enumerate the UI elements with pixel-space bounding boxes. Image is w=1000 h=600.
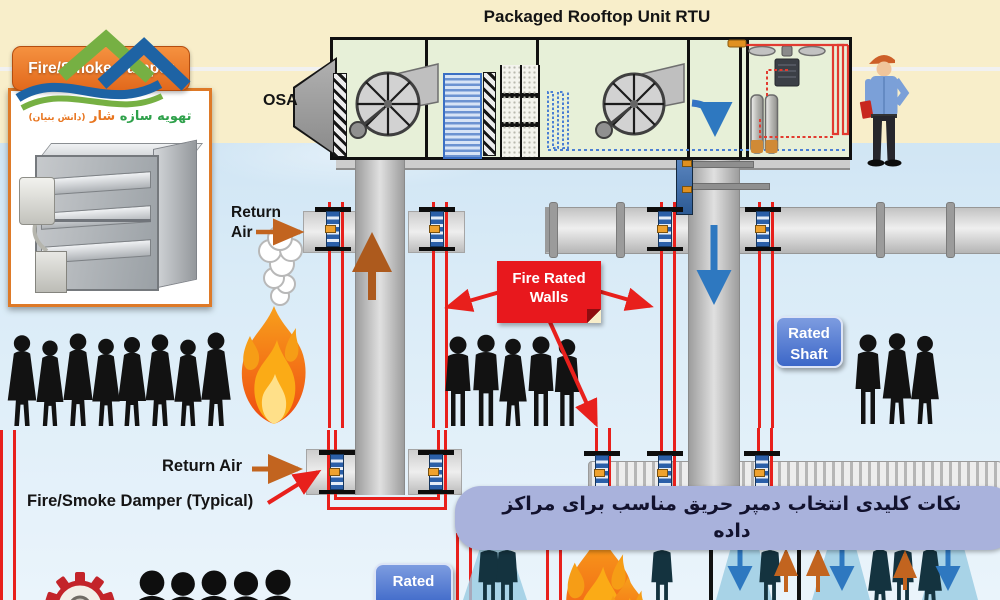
caption-line1: نکات کلیدی انتخاب دمپر حریق مناسب برای م… (502, 493, 962, 515)
fire-rated-walls-callout: Fire Rated Walls (497, 261, 601, 323)
diagram-title: Packaged Rooftop Unit RTU (483, 7, 711, 26)
people-group (7, 332, 231, 426)
rtu-divider (739, 40, 742, 157)
rated-shaft-line2: Shaft (790, 346, 828, 363)
damper-typical-label: Fire/Smoke Damper (Typical) (27, 492, 254, 510)
fire-rated-wall-line (456, 533, 472, 600)
people-group (855, 333, 939, 424)
filter-bank-icon (500, 65, 540, 157)
air-filter-icon (443, 73, 482, 159)
bolt-icon (682, 186, 692, 193)
rated-shaft-callout: Rated Shaft (775, 316, 843, 368)
junction-box-icon (35, 251, 67, 293)
osa-label: OSA (263, 92, 298, 109)
damper-product-photo: تهویه سازه شار (دانش بنیان) (8, 88, 212, 307)
people-group (445, 334, 580, 426)
duct-flange (876, 202, 885, 258)
fire-smoke-damper-icon (315, 207, 351, 251)
condenser-fan-icon (748, 45, 826, 87)
fire-smoke-damper-icon (419, 207, 455, 251)
bolt-icon (682, 160, 692, 167)
brand-watermark-accent: شار (90, 109, 116, 124)
damper-linkage-rod (39, 219, 151, 222)
rtu-divider (687, 40, 690, 157)
supply-fan-icon (349, 63, 439, 139)
diffuser-down-arrow (727, 548, 961, 591)
partition-wall-line (797, 533, 801, 600)
return-air-lower-label: Return Air (162, 457, 243, 475)
fire-rated-wall-arrow (547, 319, 598, 428)
damper-motor-icon (19, 177, 55, 225)
fire-rated-wall-line (328, 202, 344, 428)
cooling-coil-icon (547, 91, 569, 149)
caption-banner: نکات کلیدی انتخاب دمپر حریق مناسب برای م… (455, 486, 1000, 550)
fire-smoke-damper-icon (319, 450, 355, 494)
brand-watermark-sub: (دانش بنیان) (28, 113, 86, 123)
supply-air-duct (688, 155, 740, 530)
supply-airflow-arrow (691, 99, 733, 137)
gear-icon (45, 572, 115, 600)
fire-smoke-damper-icon (647, 207, 683, 251)
fire-rated-wall-line (660, 202, 676, 428)
compressor-icon (750, 94, 779, 154)
service-valve-icon (727, 39, 747, 48)
brand-watermark-main: تهویه سازه (119, 109, 192, 124)
fire-rated-wall-line (432, 202, 448, 428)
fire-rated-wall-line (0, 430, 16, 600)
brand-watermark: تهویه سازه شار (دانش بنیان) (15, 109, 205, 124)
supply-fan-icon (595, 63, 685, 139)
rated-lower-callout: Rated (374, 563, 453, 600)
caption-line2: داده (713, 520, 751, 542)
brand-roof-logo-icon (15, 29, 191, 111)
people-group (131, 569, 300, 600)
duct-end-cap (545, 207, 551, 252)
duct-flange (946, 202, 955, 258)
worker-icon (859, 55, 910, 167)
partition-wall-line (709, 533, 713, 600)
duct-flange (616, 202, 625, 258)
fire-smoke-damper-icon (745, 207, 781, 251)
fire-rated-wall-arrow (444, 288, 501, 312)
damper-blades-icon (483, 72, 496, 156)
fire-icon (241, 306, 306, 424)
return-air-duct (355, 155, 405, 495)
damper-callout-arrow (266, 469, 322, 505)
fire-smoke-damper-icon (418, 450, 454, 494)
condenser-coil-icon (742, 43, 850, 138)
return-air-upper-label: Return Air (231, 204, 281, 241)
rated-shaft-line1: Rated (788, 325, 830, 342)
fire-rated-wall-arrow (597, 287, 654, 311)
fire-rated-wall-line (546, 533, 562, 600)
intake-damper-icon (333, 73, 347, 157)
fire-rated-wall-line (758, 202, 774, 428)
rtu-divider (746, 40, 749, 157)
duct-flange (549, 202, 558, 258)
fire-rated-enclosure (327, 430, 447, 510)
rising-heat-arrow (774, 548, 917, 592)
